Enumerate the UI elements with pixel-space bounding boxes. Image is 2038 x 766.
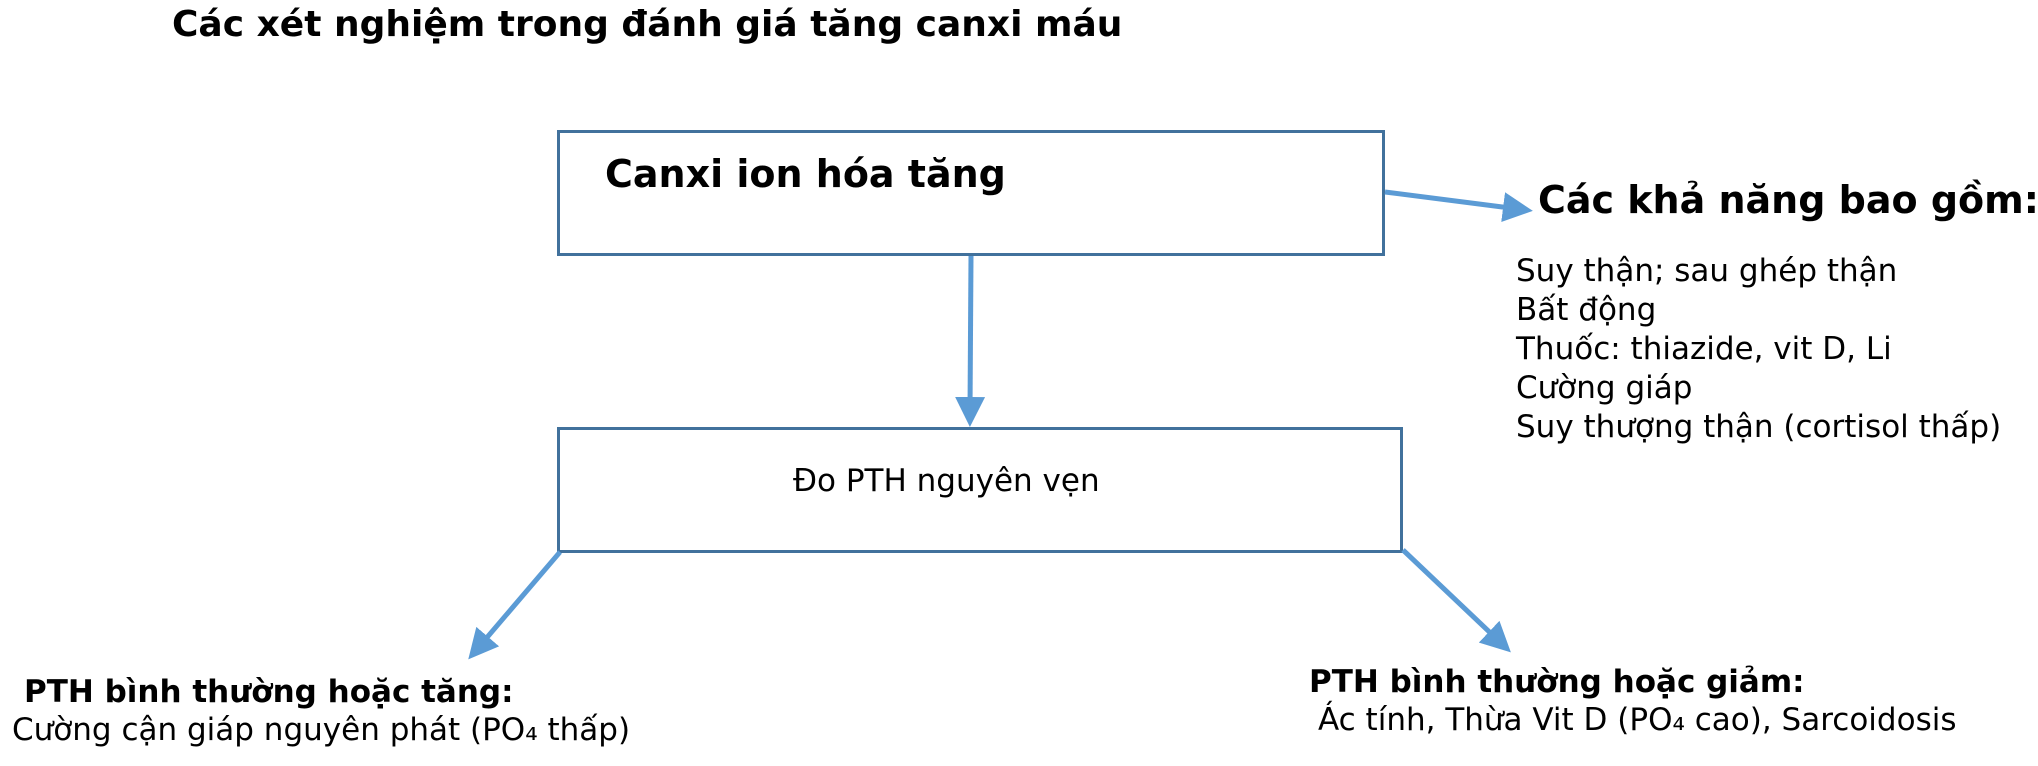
- right-outcome-body: Ác tính, Thừa Vit D (PO₄ cao), Sarcoidos…: [1318, 702, 1957, 738]
- right-outcome-heading: PTH bình thường hoặc giảm:: [1309, 664, 1805, 700]
- possibility-item: Cường giáp: [1516, 370, 1693, 406]
- page-title: Các xét nghiệm trong đánh giá tăng canxi…: [172, 4, 1123, 45]
- arrow-to-right-outcome: [1401, 548, 1511, 653]
- arrow-to-pth-box: [955, 255, 986, 427]
- elevated-ionized-calcium-box: [557, 130, 1385, 256]
- possibility-item: Suy thận; sau ghép thận: [1516, 253, 1898, 289]
- left-outcome-heading: PTH bình thường hoặc tăng:: [24, 674, 514, 710]
- possibility-item: Bất động: [1516, 292, 1657, 328]
- arrow-to-possibilities: [1384, 189, 1533, 222]
- intact-pth-label: Đo PTH nguyên vẹn: [793, 463, 1100, 499]
- intact-pth-box: [557, 427, 1403, 553]
- possibility-item: Thuốc: thiazide, vit D, Li: [1516, 331, 1892, 367]
- elevated-ionized-calcium-label: Canxi ion hóa tăng: [605, 152, 1006, 196]
- possibilities-list: Suy thận; sau ghép thận Bất động Thuốc: …: [1516, 252, 2001, 447]
- possibility-item: Suy thượng thận (cortisol thấp): [1516, 409, 2002, 445]
- possibilities-heading: Các khả năng bao gồm:: [1538, 178, 2038, 222]
- left-outcome-body: Cường cận giáp nguyên phát (PO₄ thấp): [12, 712, 631, 748]
- arrow-to-left-outcome: [468, 550, 562, 660]
